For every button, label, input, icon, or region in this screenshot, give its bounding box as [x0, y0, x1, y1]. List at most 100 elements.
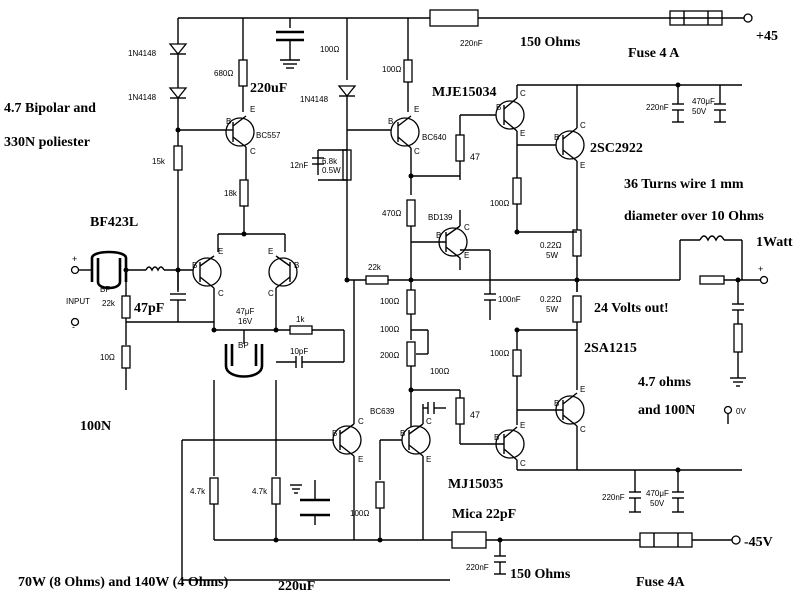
- annotation-220uf-bottom: 220uF: [278, 579, 315, 594]
- annotation-fuse-bottom: Fuse 4A: [636, 575, 686, 590]
- label-r022-b2: 5W: [546, 305, 558, 314]
- label-r100-g: 100Ω: [350, 509, 369, 518]
- annotation-1watt: 1Watt: [756, 235, 793, 250]
- label-c100nf: 100nF: [498, 295, 521, 304]
- label-r22k-b: 22k: [102, 299, 116, 308]
- label-minus-in: -: [72, 322, 75, 332]
- resistor-100-mid: [406, 289, 416, 315]
- svg-text:E: E: [218, 247, 223, 256]
- annotation-mica: Mica 22pF: [452, 507, 516, 522]
- transistor-bc557: [225, 18, 255, 234]
- svg-text:B: B: [388, 117, 393, 126]
- label-c220nf-b: 220nF: [646, 103, 669, 112]
- svg-text:B: B: [192, 261, 197, 270]
- svg-text:C: C: [358, 417, 364, 426]
- annotation-100n: 100N: [80, 419, 111, 434]
- annotation-fuse-top: Fuse 4 A: [628, 46, 680, 61]
- resistor-10-out: [699, 275, 725, 285]
- input-terminal: [70, 265, 80, 275]
- label-c220nf-d: 220nF: [466, 563, 489, 572]
- output-node: [347, 235, 769, 424]
- resistor-470: [406, 199, 416, 227]
- svg-text:C: C: [414, 147, 420, 156]
- resistor-47-top: [455, 134, 465, 162]
- svg-text:C: C: [520, 459, 526, 468]
- resistor-100-src: [375, 481, 385, 509]
- label-d2: 1N4148: [128, 93, 157, 102]
- label-r100-b: 100Ω: [382, 65, 401, 74]
- resistor-1k: [289, 325, 313, 335]
- ground-terminal: [723, 405, 733, 415]
- resistor-18k: [239, 179, 249, 207]
- resistor-100-top: [403, 59, 413, 83]
- output-stage-lower: [411, 295, 742, 513]
- svg-text:B: B: [496, 103, 501, 112]
- annotation-mje15034: MJE15034: [432, 85, 497, 100]
- label-r47-b: 47: [470, 410, 480, 420]
- diode-icon: [168, 43, 188, 56]
- svg-text:B: B: [554, 133, 559, 142]
- annotation-ohms150-top: 150 Ohms: [520, 35, 581, 50]
- label-r022-a1: 0.22Ω: [540, 241, 562, 250]
- annotation-bf423l: BF423L: [90, 215, 138, 230]
- output-terminal: [759, 275, 769, 285]
- label-r470: 470Ω: [382, 209, 401, 218]
- resistor-4k7-right: [271, 477, 281, 505]
- label-bc640: BC640: [422, 133, 447, 142]
- label-r022-b1: 0.22Ω: [540, 295, 562, 304]
- label-r200: 200Ω: [380, 351, 399, 360]
- label-plus-in: +: [72, 254, 77, 264]
- resistor-4r7: [733, 323, 743, 353]
- resistor-150-top: [429, 9, 479, 27]
- label-r47k-a: 4.7k: [190, 487, 206, 496]
- label-r22k-a: 22k: [368, 263, 382, 272]
- annotation-220uf-top: 220uF: [250, 81, 287, 96]
- annotation-bipolar-1: 4.7 Bipolar and: [4, 101, 96, 116]
- resistor-150-bottom: [451, 531, 487, 549]
- label-c470uf-a2: 50V: [692, 107, 707, 116]
- current-sources: [332, 280, 446, 540]
- resistor-15k: [173, 145, 183, 171]
- svg-text:B: B: [294, 261, 299, 270]
- label-r1k: 1k: [296, 315, 305, 324]
- label-r68k-1: 6.8k: [322, 157, 338, 166]
- resistor-100-drv: [512, 177, 522, 205]
- svg-text:E: E: [580, 161, 585, 170]
- annotation-24volts: 24 Volts out!: [594, 301, 669, 316]
- svg-text:C: C: [218, 289, 224, 298]
- resistor-022-top: [572, 229, 582, 257]
- pin-letters: B E C B E C B C E B C E B C E B E C B E …: [192, 89, 586, 468]
- annotation-mj15035: MJ15035: [448, 477, 503, 492]
- label-c470uf-a1: 470μF: [692, 97, 715, 106]
- label-bc557: BC557: [256, 131, 281, 140]
- resistor-47-bottom: [455, 397, 465, 425]
- label-r68k-2: 0.5W: [322, 166, 341, 175]
- label-bc639: BC639: [370, 407, 395, 416]
- label-c47uf-2: 16V: [238, 317, 253, 326]
- label-plus-out: +: [758, 264, 763, 274]
- svg-text:E: E: [268, 247, 273, 256]
- annotation-2sc2922: 2SC2922: [590, 141, 643, 156]
- svg-text:E: E: [414, 105, 419, 114]
- resistor-22k-fb: [365, 275, 389, 285]
- label-r100-a: 100Ω: [320, 45, 339, 54]
- label-input: INPUT: [66, 297, 90, 306]
- label-c10pf: 10pF: [290, 347, 308, 356]
- svg-text:E: E: [464, 251, 469, 260]
- svg-text:B: B: [554, 399, 559, 408]
- label-c12nf: 12nF: [290, 161, 308, 170]
- label-r18k: 18k: [224, 189, 238, 198]
- vas-stage: [312, 18, 429, 430]
- svg-text:B: B: [332, 429, 337, 438]
- positive-rail: [178, 9, 753, 27]
- svg-text:C: C: [426, 417, 432, 426]
- bottom-bias: [181, 380, 452, 581]
- diode-chain-left: [168, 18, 225, 290]
- label-0v: 0V: [736, 407, 746, 416]
- transistor-bc640: [390, 117, 420, 147]
- label-r022-a2: 5W: [546, 251, 558, 260]
- svg-text:E: E: [520, 421, 525, 430]
- annotation-turns-1: 36 Turns wire 1 mm: [624, 177, 744, 192]
- annotation-47pf: 47pF: [134, 301, 164, 316]
